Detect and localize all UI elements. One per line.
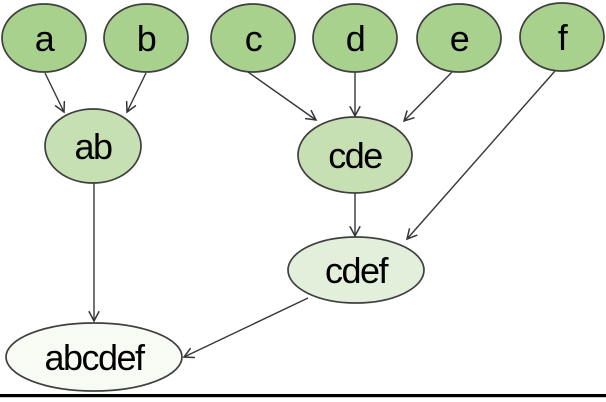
node-c-label: c (245, 18, 263, 59)
node-abcdef-label: abcdef (44, 337, 146, 378)
node-b: b (103, 3, 189, 73)
node-abcdef: abcdef (5, 322, 183, 392)
edge-e-cde (402, 70, 454, 123)
edge-c-cde (247, 71, 318, 121)
node-f: f (519, 2, 605, 72)
node-e: e (416, 3, 502, 73)
edge-cdef-abcdef (182, 297, 309, 359)
node-cdef-label: cdef (325, 250, 390, 291)
node-d: d (312, 3, 398, 73)
node-a-label: a (35, 18, 56, 59)
node-f-ellipse (519, 2, 605, 72)
edges-layer (44, 70, 556, 359)
node-c: c (210, 3, 296, 73)
edge-b-ab (125, 72, 147, 114)
bottom-border-line (0, 394, 606, 398)
node-d-label: d (346, 18, 365, 59)
node-d-ellipse (312, 3, 398, 73)
edge-a-ab (44, 72, 66, 114)
node-cde-label: cde (328, 135, 382, 176)
node-abcdef-ellipse (5, 322, 183, 392)
node-ab-ellipse (44, 108, 142, 184)
node-b-label: b (137, 18, 156, 59)
node-a-ellipse (1, 3, 87, 73)
node-c-ellipse (210, 3, 296, 73)
node-e-label: e (450, 18, 469, 59)
node-cdef-ellipse (287, 236, 425, 304)
node-cde-ellipse (297, 116, 413, 194)
node-cdef: cdef (287, 236, 425, 304)
node-a: a (1, 3, 87, 73)
node-ab-label: ab (74, 126, 112, 167)
node-ab: ab (44, 108, 142, 184)
node-cde: cde (297, 116, 413, 194)
edge-f-cdef (405, 70, 556, 241)
node-e-ellipse (416, 3, 502, 73)
node-b-ellipse (103, 3, 189, 73)
